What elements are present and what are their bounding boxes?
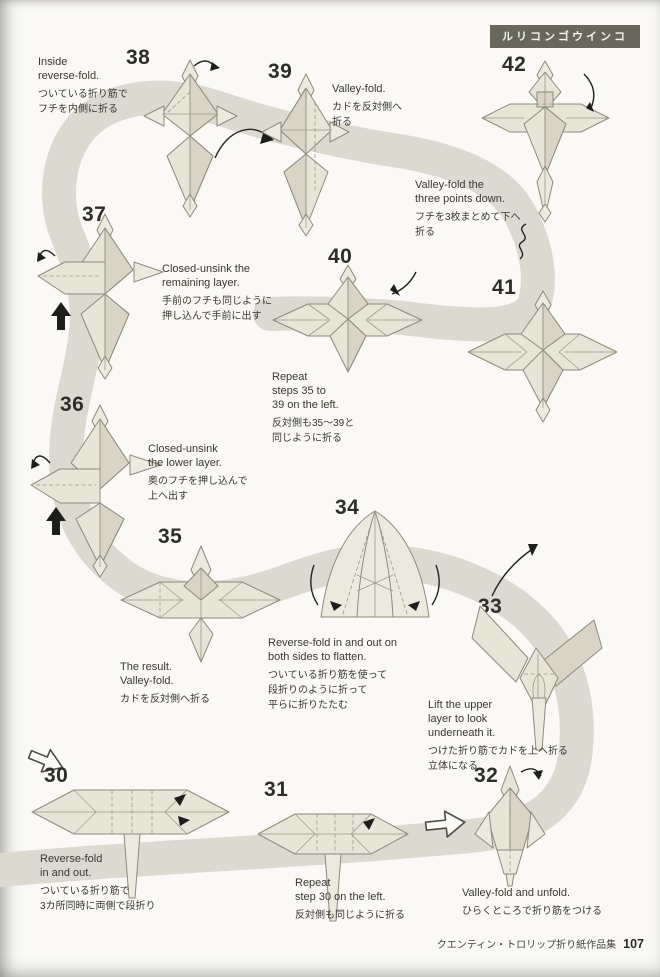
step-33-caption: Lift the upper layer to look underneath … [428,698,568,774]
caption-ja: ついている折り筋で フチを内側に折る [38,89,128,116]
caption-ja: 反対側も同じように折る [295,910,405,922]
caption-en: The result. Valley-fold. [120,661,174,688]
step-30-number: 30 [44,764,69,787]
caption-en: Reverse-fold in and out. [40,853,103,880]
step-39-caption: Valley-fold. カドを反対側へ 折る [332,82,402,130]
caption-ja: ついている折り筋で 3カ所同時に両側で段折り [40,886,156,913]
step-34-number: 34 [335,496,360,519]
step-32-number: 32 [474,764,499,787]
step-37-diagram [37,213,164,380]
caption-en: Valley-fold. [332,83,386,95]
step-42-number: 42 [502,53,527,76]
step-32-diagram [474,765,546,887]
step-30-diagram [31,789,230,899]
step-39-number: 39 [268,60,293,83]
step-35-caption: The result. Valley-fold. カドを反対側へ折る [120,660,210,707]
caption-ja: フチを3枚まとめて下へ 折る [415,212,521,239]
caption-en: Closed-unsink the remaining layer. [162,263,251,290]
step-36-diagram [30,404,162,578]
model-name-label: ルリコンゴウインコ [502,31,628,43]
caption-en: Valley-fold and unfold. [462,887,571,899]
squiggle-arrow-icon [518,223,527,260]
book-title: クエンティン・トロリップ折り紙作品集 [436,940,617,951]
step-31-number: 31 [264,778,289,801]
caption-en: Inside reverse-fold. [38,56,100,83]
caption-en: Valley-fold the three points down. [415,179,505,206]
caption-ja: 手前のフチも同じように 押し込んで手前に出す [162,296,272,323]
page-footer: クエンティン・トロリップ折り紙作品集 107 [437,936,644,951]
caption-ja: カドを反対側へ折る [120,694,210,706]
caption-ja: 反対側も35〜39と 同じように折る [272,418,355,445]
step-42-caption: Valley-fold the three points down. フチを3枚… [415,178,521,240]
step-42-diagram [481,60,610,223]
caption-ja: ついている折り筋を使って 段折りのように折って 平らに折りたたむ [268,670,388,712]
flow-arrow-icon [27,748,64,773]
step-37-number: 37 [82,203,107,226]
caption-en: Repeat steps 35 to 39 on the left. [272,371,339,412]
step-34-diagram [310,510,440,618]
step-38-caption: Inside reverse-fold. ついている折り筋で フチを内側に折る [38,55,128,117]
step-37-caption: Closed-unsink the remaining layer. 手前のフチ… [162,262,272,324]
step-35-number: 35 [158,525,183,548]
step-30-caption: Reverse-fold in and out. ついている折り筋で 3カ所同時… [40,852,156,914]
step-35-diagram [120,545,281,663]
step-41-number: 41 [492,276,517,299]
model-name-tag: ルリコンゴウインコ [490,25,640,48]
caption-ja: カドを反対側へ 折る [332,102,402,129]
caption-en: Lift the upper layer to look underneath … [428,699,496,740]
caption-ja: ひらくところで折り筋をつける [462,906,602,918]
step-36-number: 36 [60,393,85,416]
page-number: 107 [623,937,644,951]
step-40-caption: Repeat steps 35 to 39 on the left. 反対側も3… [272,370,354,446]
step-31-caption: Repeat step 30 on the left. 反対側も同じように折る [295,876,405,923]
caption-ja: つけた折り筋でカドを上へ折る 立体になる [428,746,568,773]
step-32-caption: Valley-fold and unfold. ひらくところで折り筋をつける [462,886,602,919]
step-40-number: 40 [328,245,353,268]
step-38-diagram [143,59,238,218]
caption-en: Repeat step 30 on the left. [295,877,386,904]
flow-arrow-icon [424,810,466,838]
lift-arrow-icon [491,544,538,597]
step-34-caption: Reverse-fold in and out on both sides to… [268,636,397,713]
caption-en: Reverse-fold in and out on both sides to… [268,637,398,664]
step-41-diagram [467,290,618,423]
step-39-diagram [261,73,350,237]
caption-en: Closed-unsink the lower layer. [148,443,222,470]
step-40-diagram [272,264,423,373]
step-31-diagram [257,813,409,922]
step-33-diagram [471,605,603,751]
caption-ja: 奥のフチを押し込んで 上へ出す [148,476,248,503]
step-38-number: 38 [126,46,151,69]
step-36-caption: Closed-unsink the lower layer. 奥のフチを押し込ん… [148,442,248,504]
